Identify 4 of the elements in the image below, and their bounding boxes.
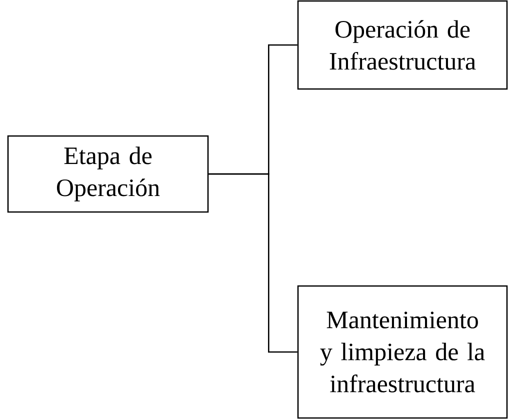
connector-line bbox=[208, 173, 298, 353]
process-box: Mantenimiento y limpieza de la infraestructura bbox=[297, 285, 508, 419]
process-box: Etapa de Operación bbox=[7, 135, 209, 213]
process-box: Operación de Infraestructura bbox=[297, 0, 508, 90]
